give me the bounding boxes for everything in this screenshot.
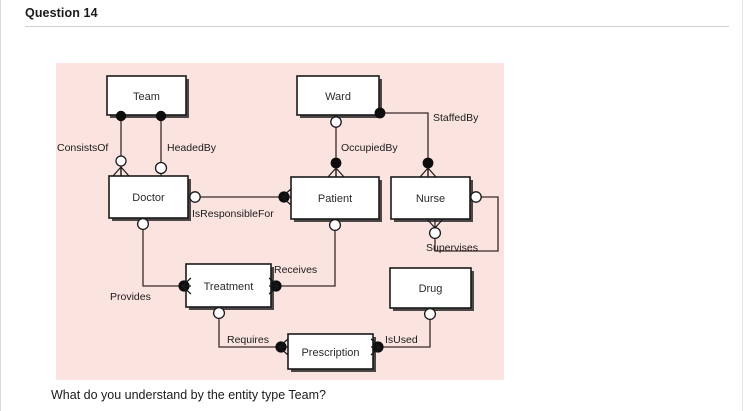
rel-label-provides: Provides [110,291,151,303]
page-title: Question 14 [25,6,98,20]
rel-label-receives: Receives [274,264,317,276]
marker-occupiedby-ward [330,116,342,128]
entity-nurse-label: Nurse [416,193,445,205]
question-prompt: What do you understand by the entity typ… [51,388,326,402]
marker-consistsof-doctor [115,155,127,167]
entity-ward-label: Ward [325,91,351,103]
marker-headedby-doctor [154,161,168,175]
entity-nurse[interactable]: Nurse [390,176,473,222]
connector-isused [376,316,431,348]
marker-consistsof-team [115,110,127,122]
marker-supervises-start [470,191,482,203]
entity-treatment[interactable]: Treatment [185,263,274,310]
entity-doctor-label: Doctor [132,192,165,204]
entity-prescription[interactable]: Prescription [287,333,376,372]
question-header: Question 14 [25,6,725,20]
crowfoot-supervises [426,218,444,229]
marker-isresponsiblefor-doctor [189,191,201,203]
crowfoot-occupiedby [327,167,345,178]
entity-drug[interactable]: Drug [389,267,474,311]
connector-supervises [434,196,499,252]
marker-provides-doctor [136,217,150,231]
crowfoot-provides [181,277,192,295]
connector-requires [218,314,280,348]
crowfoot-receives [268,277,279,295]
connector-staffedby [379,112,429,177]
rel-label-requires: Requires [227,334,269,346]
crowfoot-consistsof [112,166,130,177]
rel-label-isused: IsUsed [385,334,418,346]
marker-supervises-end [428,226,442,240]
entity-doctor[interactable]: Doctor [108,175,191,221]
marker-occupiedby-patient [330,157,342,169]
rel-label-staffedby: StaffedBy [433,112,479,124]
marker-requires-treatment [212,306,226,320]
crowfoot-isresponsiblefor [281,188,292,206]
marker-staffedby-ward [374,107,386,119]
entity-treatment-label: Treatment [204,281,254,293]
er-diagram-svg: Team Ward Doctor Patient [57,75,499,372]
marker-receives-patient [328,218,342,232]
entity-ward[interactable]: Ward [296,75,382,118]
rel-label-isresponsiblefor: IsResponsibleFor [192,208,274,220]
connector-receives [274,224,336,287]
connector-provides [142,223,183,287]
marker-headedby-team [155,110,167,122]
entity-drug-label: Drug [419,283,443,295]
rel-label-consistsof: ConsistsOf [57,142,108,154]
rel-label-supervises: Supervises [426,242,478,254]
crowfoot-isused [370,338,381,356]
marker-staffedby-nurse [422,157,434,169]
marker-isused-drug [423,307,437,321]
rel-label-headedby: HeadedBy [167,142,217,154]
header-divider [25,26,729,27]
er-diagram-panel: Team Ward Doctor Patient [56,63,504,380]
entity-team-label: Team [133,91,160,103]
entity-patient[interactable]: Patient [290,176,382,222]
entity-team[interactable]: Team [106,75,189,118]
entity-patient-label: Patient [318,193,352,205]
rel-label-occupiedby: OccupiedBy [341,142,398,154]
crowfoot-staffedby [419,167,437,178]
crowfoot-requires [278,338,289,356]
entity-prescription-label: Prescription [301,347,359,359]
